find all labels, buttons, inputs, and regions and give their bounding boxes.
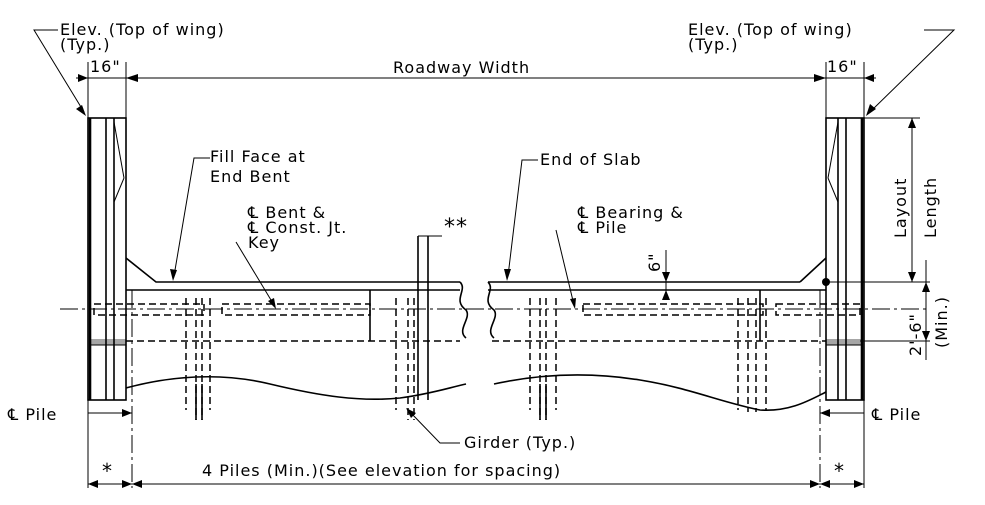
bent-line3: Key xyxy=(248,233,280,252)
bearing-line1: ℄ Bearing & xyxy=(577,203,684,222)
fill-face-line2: End Bent xyxy=(210,167,291,186)
fill-face-leader xyxy=(173,157,210,277)
layout-length-line1: Layout xyxy=(891,178,910,238)
left-piles xyxy=(185,298,415,420)
bottom-dimensions xyxy=(87,290,865,488)
elev-left-line2: (Typ.) xyxy=(60,35,110,54)
dim-16-right: 16" xyxy=(827,57,858,76)
dim-16-left: 16" xyxy=(90,57,121,76)
star-right-label: * xyxy=(834,459,845,483)
dim-2-6-label: 2'-6" xyxy=(906,313,925,356)
bearing-leader xyxy=(555,229,575,306)
elev-right-line1: Elev. (Top of wing) xyxy=(688,20,853,39)
layout-length-line2: Length xyxy=(921,177,940,238)
elev-right-leader xyxy=(869,29,956,113)
top-dimensions xyxy=(76,62,876,258)
roadway-width-label: Roadway Width xyxy=(393,58,530,77)
pile-right-label: ℄ Pile xyxy=(871,405,921,424)
girder-label: Girder (Typ.) xyxy=(464,433,576,452)
dim-6-label: 6" xyxy=(645,252,664,272)
right-piles xyxy=(529,298,767,420)
bent-leader xyxy=(235,241,275,306)
elev-left-leader xyxy=(33,29,85,113)
pile-left-label: ℄ Pile xyxy=(7,405,57,424)
end-of-slab-label: End of Slab xyxy=(540,150,642,169)
min-label: (Min.) xyxy=(932,296,951,348)
bent-line1: ℄ Bent & xyxy=(247,203,326,222)
right-wing-wall xyxy=(825,117,865,401)
end-bent-right-segment xyxy=(487,257,861,411)
fill-face-line1: Fill Face at xyxy=(210,147,306,166)
end-of-slab-leader xyxy=(507,159,538,277)
end-bent-left-segment xyxy=(93,235,469,400)
elev-right-line2: (Typ.) xyxy=(688,35,738,54)
layout-length-dimension xyxy=(822,117,930,360)
piles-note-label: 4 Piles (Min.)(See elevation for spacing… xyxy=(202,461,561,480)
star-left-label: * xyxy=(102,459,113,483)
girder-leader xyxy=(409,411,460,444)
elev-left-line1: Elev. (Top of wing) xyxy=(60,20,225,39)
bearing-line2: ℄ Pile xyxy=(577,218,627,237)
bent-line2: ℄ Const. Jt. xyxy=(247,218,347,237)
double-star-label: ** xyxy=(444,215,468,240)
left-wing-wall xyxy=(87,117,127,401)
